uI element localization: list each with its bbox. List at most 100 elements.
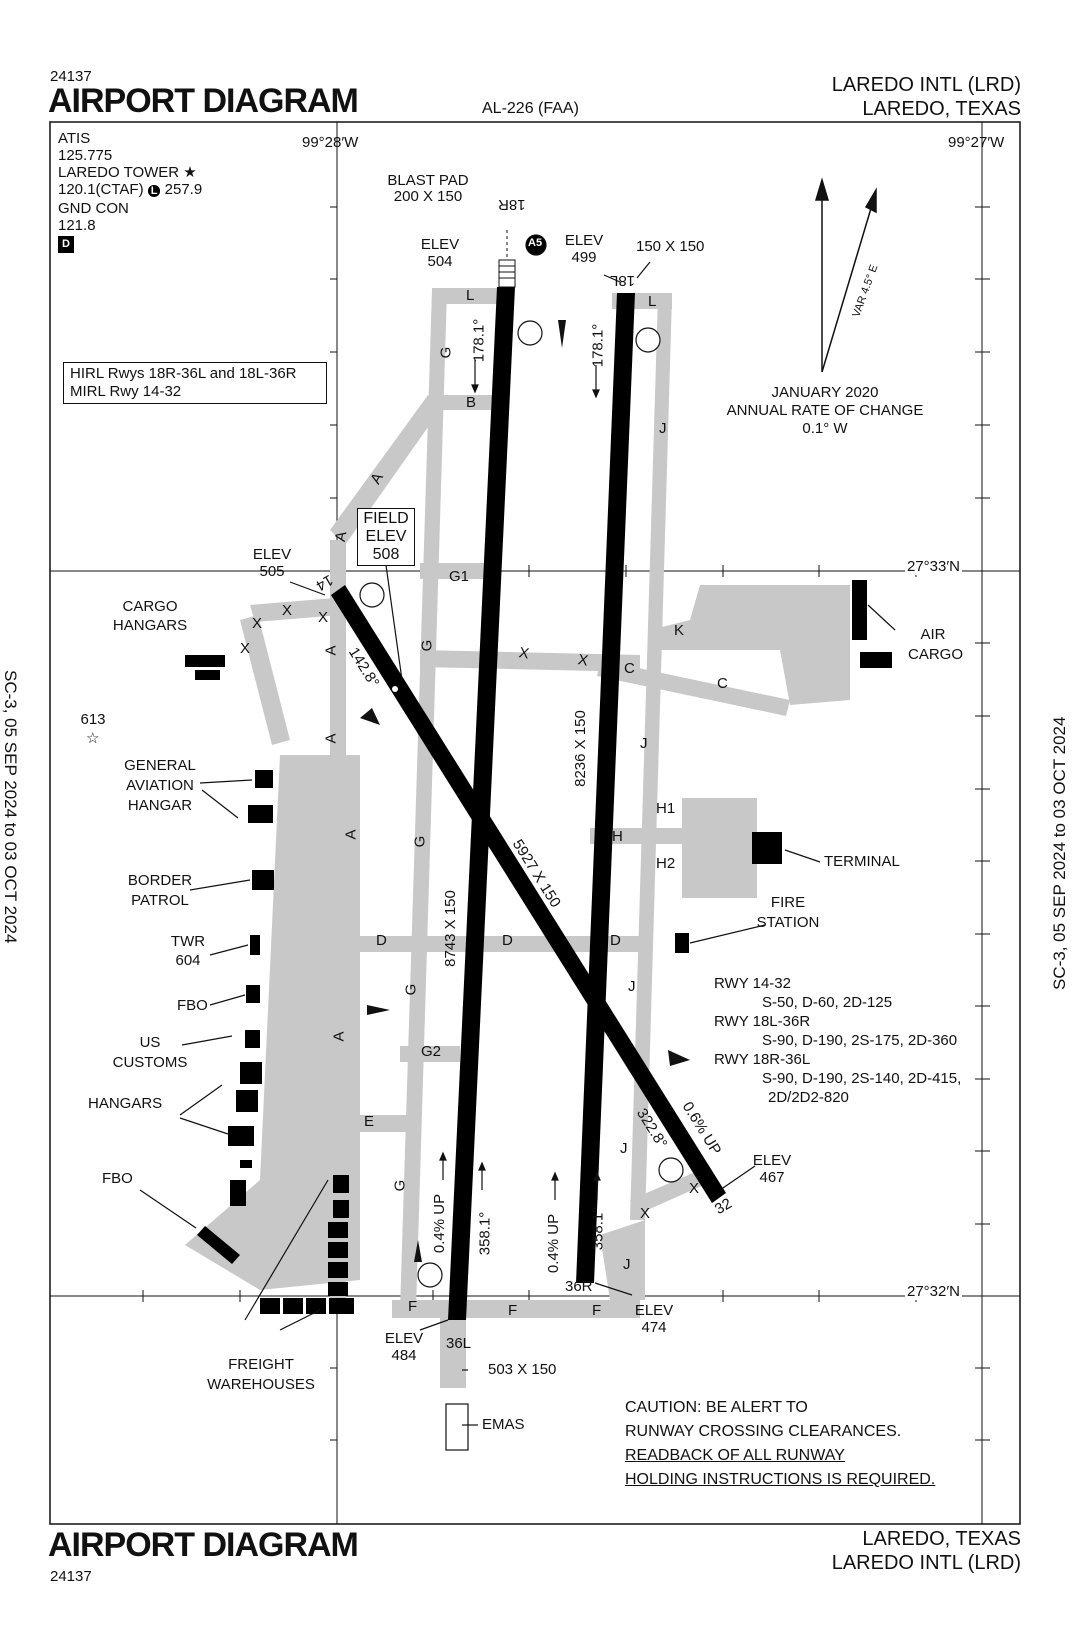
elev-value: 484 xyxy=(391,1347,417,1364)
terminal-building xyxy=(752,832,782,864)
hotspot-a5 xyxy=(525,234,547,256)
freight-warehouse xyxy=(283,1298,303,1314)
caution-line-2: RUNWAY CROSSING CLEARANCES. xyxy=(625,1423,902,1440)
caution-line-3: READBACK OF ALL RUNWAY xyxy=(625,1447,845,1464)
taxiway-label-l: L xyxy=(648,293,657,310)
elev-505: ELEV 505 xyxy=(250,546,294,580)
fbo-south xyxy=(197,1226,240,1264)
cargo-hangar xyxy=(185,655,225,667)
taxiway-label-d: D xyxy=(376,932,387,949)
heading-arrows xyxy=(439,360,601,1200)
taxiway-x-cargo xyxy=(250,598,340,622)
cargo-hangars-label: CARGO HANGARS xyxy=(110,597,190,635)
ga-hangar xyxy=(248,805,273,823)
taxiway-label-h2: H2 xyxy=(656,855,676,872)
taxiway-label-h: H xyxy=(612,828,623,845)
lahso-marker xyxy=(658,1157,684,1183)
airport-name: LAREDO INTL (LRD) xyxy=(831,74,1021,96)
atis-label: ATIS xyxy=(58,130,91,147)
fbo-building xyxy=(246,985,260,1003)
closed-marker-p xyxy=(417,1262,443,1288)
freight-warehouse xyxy=(328,1222,348,1238)
north-arrow xyxy=(814,177,877,373)
taxiway-label-f: F xyxy=(408,1298,418,1315)
obstacle-elev: 613 xyxy=(80,711,106,728)
rwy-36l-pad xyxy=(440,1318,466,1388)
pad-503-label: 503 X 150 xyxy=(488,1361,557,1378)
ground-frequency: 121.8 xyxy=(58,217,96,234)
border-patrol-label: BORDER PATROL xyxy=(120,871,200,911)
buildings xyxy=(185,580,892,1314)
taxiway-label-a: A xyxy=(342,829,360,840)
customs-label: US CUSTOMS xyxy=(110,1033,190,1073)
hangar xyxy=(236,1090,258,1112)
closed-marker-p xyxy=(517,320,543,346)
taxiway-label-j: J xyxy=(623,1256,631,1273)
heading-358-36r: 358.1° xyxy=(589,1206,607,1251)
border-2: PATROL xyxy=(131,892,189,909)
air-cargo-label: AIR CARGO xyxy=(908,625,963,665)
runway-end-36l: 36L xyxy=(446,1335,472,1352)
runway-14-32 xyxy=(331,585,726,1203)
freight-warehouse xyxy=(329,1298,354,1314)
runway-end-18l: 18L xyxy=(610,272,636,289)
chart-id: 24137 xyxy=(50,68,92,85)
taxiway-g2 xyxy=(400,1046,460,1062)
chart-title: AIRPORT DIAGRAM xyxy=(48,82,359,120)
elev-467: ELEV 467 xyxy=(750,1152,794,1186)
taxiway-label-d: D xyxy=(610,932,621,949)
tower-uhf-frequency: 257.9 xyxy=(164,181,203,198)
taxiway-label-x: X xyxy=(282,602,293,619)
blast-pad xyxy=(498,230,516,288)
strength-18r-title: RWY 18R-36L xyxy=(714,1051,811,1068)
cargo-hangars-1: CARGO xyxy=(122,598,178,615)
customs-building xyxy=(245,1030,260,1048)
freight-warehouses-label: FREIGHT WAREHOUSES xyxy=(196,1355,326,1395)
taxiway-label-g: G xyxy=(418,639,436,652)
taxiway-label-x: X xyxy=(640,1205,651,1222)
windcones xyxy=(360,320,690,1262)
edition-left: SC-3, 05 SEP 2024 to 03 OCT 2024 xyxy=(1,670,20,944)
taxiway-label-d: D xyxy=(502,932,513,949)
taxiway-label-c: C xyxy=(624,660,635,677)
elev-value: 474 xyxy=(641,1319,667,1336)
cargo-hangar xyxy=(195,670,220,680)
elev-484: ELEV 484 xyxy=(382,1330,426,1364)
hangars-label: HANGARS xyxy=(88,1095,163,1112)
elev-label: ELEV xyxy=(252,546,292,563)
strength-18l-title: RWY 18L-36R xyxy=(714,1013,811,1030)
elev-499: ELEV 499 xyxy=(562,232,606,266)
ga-2: AVIATION xyxy=(126,777,194,794)
taxiway-label-g: G xyxy=(411,835,429,848)
taxiway-label-k: K xyxy=(674,622,685,639)
taxiway-g1 xyxy=(420,563,490,579)
elev-value: 505 xyxy=(259,563,285,580)
airport-city: LAREDO, TEXAS xyxy=(862,98,1021,120)
cargo-hangars-2: HANGARS xyxy=(112,617,188,634)
strength-18r-value-1: S-90, D-190, 2S-140, 2D-415, xyxy=(762,1070,962,1087)
terminal-apron xyxy=(682,798,757,898)
strength-18r-value-2: 2D/2D2-820 xyxy=(768,1089,849,1106)
taxiway-label-f: F xyxy=(592,1302,602,1319)
elev-value: 499 xyxy=(571,249,597,266)
closed-marker-p xyxy=(635,327,661,353)
hangar xyxy=(240,1160,252,1168)
blast-pad-label-2: 200 X 150 xyxy=(393,188,463,205)
elev-504: ELEV 504 xyxy=(418,236,462,270)
runway-strength-block: RWY 14-32 S-50, D-60, 2D-125 RWY 18L-36R… xyxy=(714,974,961,1107)
taxiway-c xyxy=(597,660,790,716)
lahso-marker xyxy=(359,582,385,608)
caution-line-1: CAUTION: BE ALERT TO xyxy=(625,1399,808,1416)
obstacle-icon: ☆ xyxy=(86,730,100,747)
elev-label: ELEV xyxy=(752,1152,792,1169)
taxiway-label-j: J xyxy=(620,1140,628,1157)
taxiway-j xyxy=(630,296,672,1220)
field-elev-3: 508 xyxy=(372,546,400,563)
west-apron xyxy=(185,755,360,1290)
field-elev-box: FIELD ELEV 508 xyxy=(357,508,415,566)
fbo-label: FBO xyxy=(177,997,208,1014)
air-cargo-building xyxy=(852,580,867,640)
taxiway-a-diagonal xyxy=(330,395,440,545)
tower-frequency: 120.1(CTAF) xyxy=(58,181,144,198)
border-1: BORDER xyxy=(127,872,193,889)
